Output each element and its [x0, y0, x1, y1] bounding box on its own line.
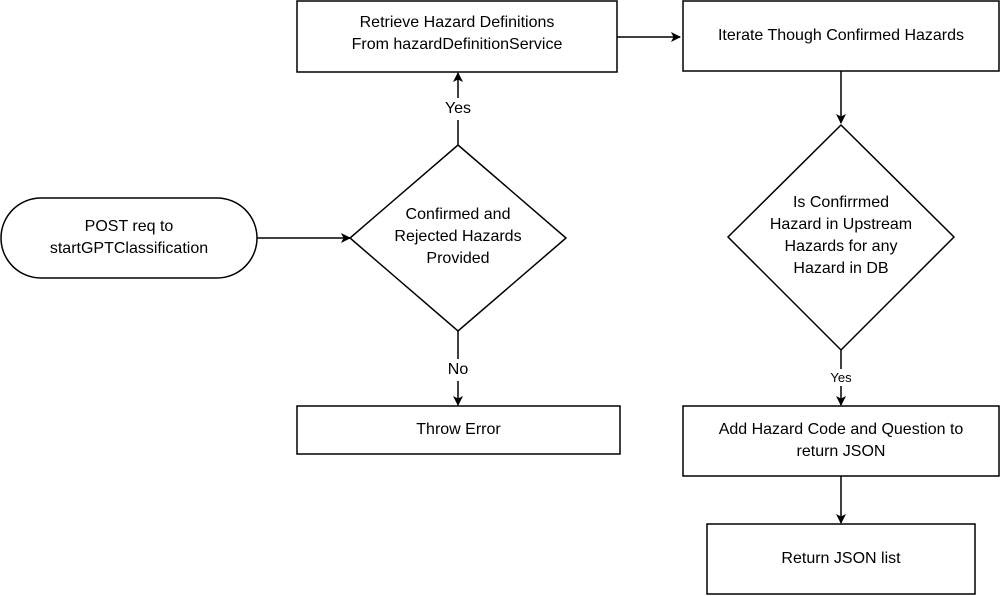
node-return-list-shape	[706, 523, 976, 595]
node-throw-error-shape	[296, 405, 621, 455]
add-code-line-1: Add Hazard Code and Question to	[718, 421, 964, 438]
retrieve-line-1: Retrieve Hazard Definitions	[359, 14, 555, 31]
node-retrieve-definitions-shape	[296, 0, 618, 73]
add-code-line-2: return JSON	[796, 443, 886, 460]
node-return-list-label: Return JSON list	[707, 548, 975, 570]
node-add-code-question-shape	[682, 405, 1000, 477]
edge-label-bg-yes-right	[826, 369, 856, 386]
node-iterate-hazards-label: Iterate Though Confirmed Hazards	[683, 25, 999, 47]
iterate-line-1: Iterate Though Confirmed Hazards	[717, 27, 965, 44]
decision-upstream-line-1: Is Confirrmed	[792, 194, 890, 211]
decision-hazards-line-1: Confirmed and	[405, 206, 511, 223]
node-decision-upstream-label: Is Confirrmed Hazard in Upstream Hazards…	[746, 192, 936, 280]
node-decision-hazards-provided-label: Confirmed and Rejected Hazards Provided	[358, 204, 558, 270]
decision-hazards-line-2: Rejected Hazards	[394, 228, 522, 245]
node-start-shape	[0, 197, 258, 279]
node-throw-error-label: Throw Error	[297, 419, 620, 441]
node-start-line-1: POST req to	[84, 218, 174, 235]
node-iterate-hazards-shape	[682, 0, 1000, 72]
edge-label-bg-no	[442, 359, 474, 381]
decision-upstream-line-4: Hazard in DB	[793, 260, 889, 277]
node-decision-upstream-shape	[726, 123, 956, 352]
throw-error-line-1: Throw Error	[416, 421, 501, 438]
edge-label-bg-yes-left	[440, 98, 476, 120]
node-start-label: POST req to startGPTClassification	[1, 216, 257, 260]
decision-hazards-line-3: Provided	[426, 250, 490, 267]
node-retrieve-definitions-label: Retrieve Hazard Definitions From hazardD…	[297, 12, 617, 56]
edge-label-no: No	[447, 361, 469, 378]
decision-upstream-line-3: Hazards for any	[784, 238, 898, 255]
edge-label-yes-right: Yes	[830, 370, 852, 385]
node-add-code-question-label: Add Hazard Code and Question to return J…	[683, 419, 999, 463]
decision-upstream-line-2: Hazard in Upstream	[769, 216, 913, 233]
node-start-line-2: startGPTClassification	[49, 240, 209, 257]
node-decision-hazards-provided-shape	[348, 144, 568, 332]
return-list-line-1: Return JSON list	[781, 550, 901, 567]
retrieve-line-2: From hazardDefinitionService	[351, 36, 563, 53]
edge-label-yes-left: Yes	[444, 100, 472, 117]
